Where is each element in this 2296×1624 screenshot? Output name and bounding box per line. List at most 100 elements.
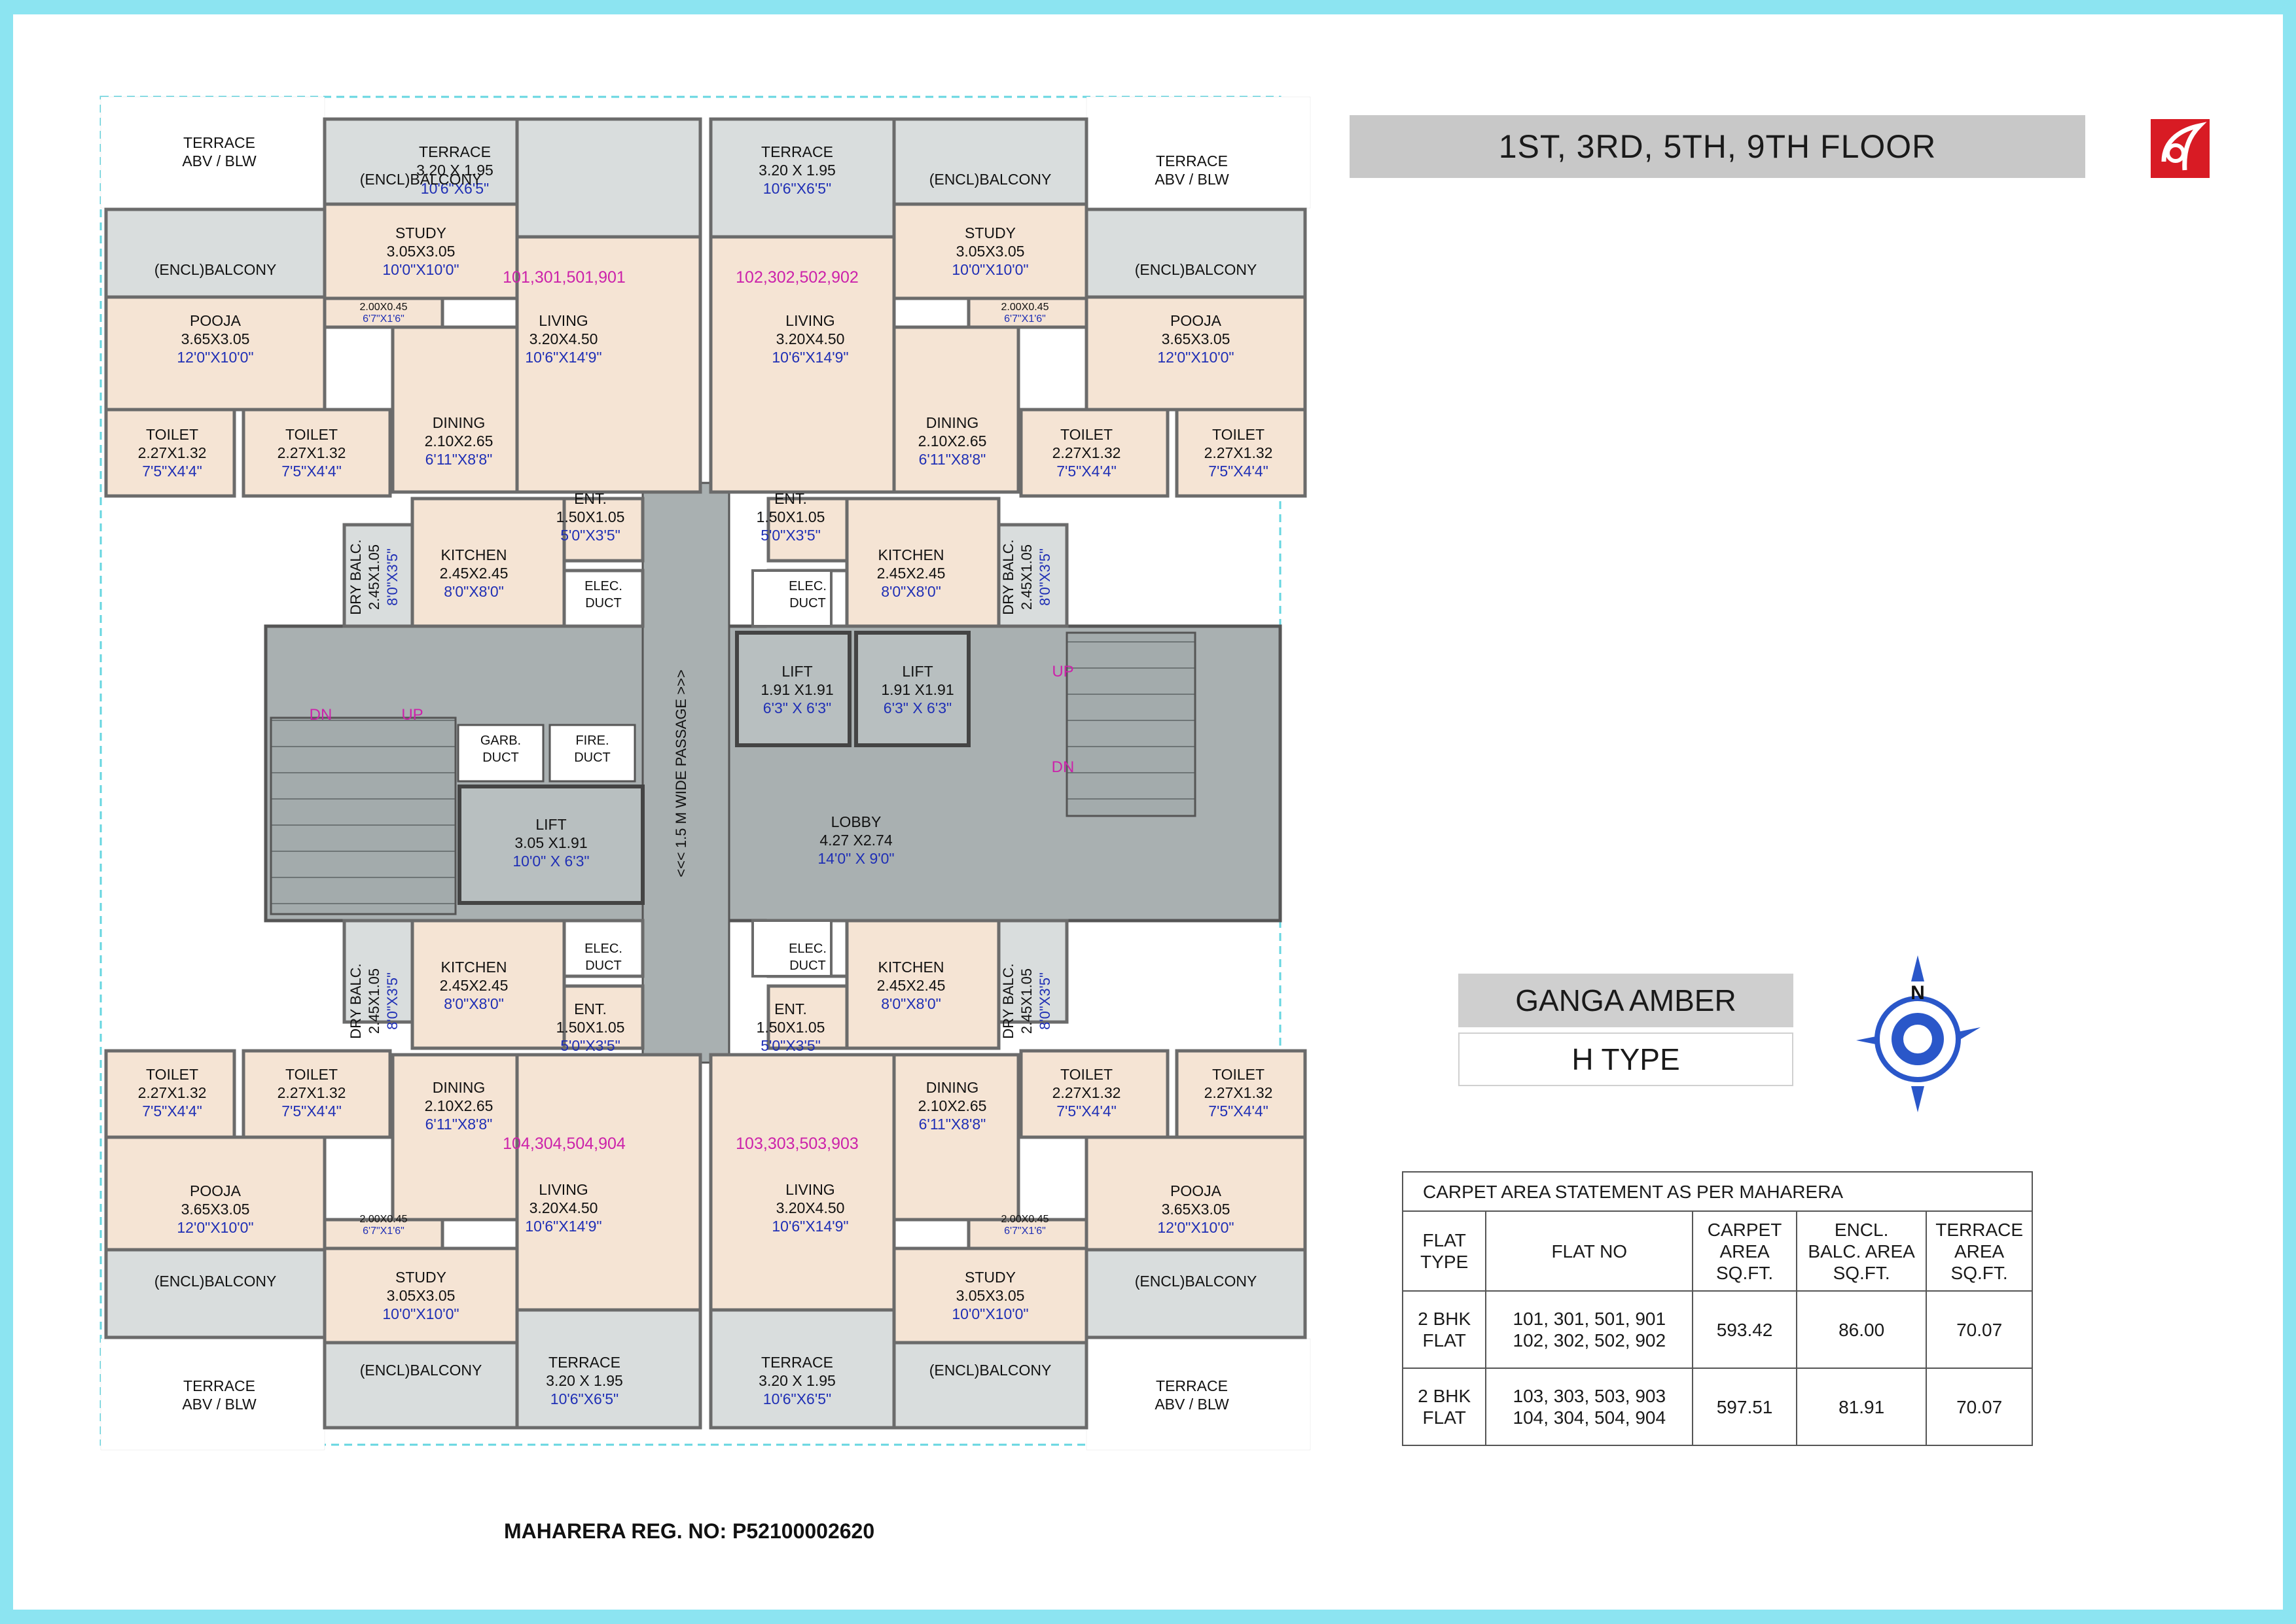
project-name: GANGA AMBER	[1458, 974, 1793, 1027]
room-text: ENT.	[574, 490, 607, 507]
room-text: TERRACE	[761, 1354, 833, 1371]
wardrobe-label: 2.00X0.456'7"X1'6"	[360, 302, 408, 325]
duct-text: ELEC.	[789, 579, 827, 593]
duct-text: ELEC.	[789, 942, 827, 956]
wardrobe-text: 6'7"X1'6"	[363, 1226, 404, 1237]
duct-text: GARB.	[480, 733, 521, 748]
room-text: (ENCL)BALCONY	[360, 171, 482, 188]
room-text: 3.65X3.05	[181, 1201, 250, 1218]
duct-text: DUCT	[585, 596, 622, 610]
elec-duct	[751, 919, 833, 978]
duct-label: ELEC. DUCT	[584, 579, 622, 610]
room-text: 7'5"X4'4"	[1208, 463, 1268, 480]
room-text: KITCHEN	[441, 959, 507, 976]
passage	[641, 482, 730, 1064]
duct-label: ELEC.DUCT	[584, 942, 622, 973]
duct-label: ELEC.DUCT	[789, 579, 827, 610]
dry-balcony	[997, 523, 1069, 628]
room-text: STUDY	[395, 224, 446, 241]
duct-label: ELEC. DUCT	[789, 942, 827, 973]
room-label: (ENCL)BALCONY	[154, 1273, 277, 1290]
wardrobe	[967, 1218, 1088, 1250]
room-text: DINING	[926, 1079, 979, 1096]
living	[709, 235, 896, 494]
project-type: H TYPE	[1458, 1033, 1793, 1086]
room-text: 3.65X3.05	[1162, 330, 1230, 347]
room-text: LIVING	[785, 1181, 834, 1198]
room-label: (ENCL)BALCONY	[929, 171, 1052, 188]
room-text: (ENCL)BALCONY	[360, 1362, 482, 1379]
room-text: 14'0" X 9'0"	[817, 850, 894, 867]
room-text: LOBBY	[831, 813, 882, 830]
compass-icon: N	[1850, 942, 1994, 1125]
room-text: TOILET	[146, 1066, 198, 1083]
cell-terrace-area: 70.07	[1926, 1290, 2033, 1369]
cell-carpet-area: 597.51	[1692, 1368, 1798, 1446]
room-text: 6'11"X8'8"	[919, 1116, 986, 1133]
toilet	[1019, 408, 1170, 498]
maharera-reg-no: MAHARERA REG. NO: P52100002620	[504, 1519, 875, 1543]
room-text: 2.45X1.05	[1018, 968, 1035, 1034]
room-text: STUDY	[965, 1269, 1016, 1286]
room-label: ENT.1.50X1.055'0"X3'5"	[757, 1000, 825, 1054]
room-text: 3.65X3.05	[181, 330, 250, 347]
duct-label: FIRE.DUCT	[574, 733, 611, 765]
room-text: 8'0"X3'5"	[384, 548, 401, 606]
terrace	[515, 1308, 702, 1430]
wardrobe-text: 2.00X0.45	[1001, 302, 1049, 313]
wardrobe-text: 2.00X0.45	[360, 1214, 408, 1225]
staircase-right	[1066, 631, 1196, 817]
wardrobe-text: 6'7"X1'6"	[363, 313, 404, 325]
room-text: 1.91 X1.91	[881, 681, 954, 698]
kitchen	[410, 497, 566, 628]
duct-text: DUCT	[789, 959, 826, 973]
entrance	[766, 984, 849, 1050]
room-text: 1.91 X1.91	[761, 681, 833, 698]
room-text: LIVING	[539, 312, 588, 329]
toilet	[1175, 1049, 1307, 1139]
room-text: 2.45X1.05	[366, 968, 382, 1034]
room-label: (ENCL)BALCONY	[929, 1362, 1052, 1379]
wardrobe	[967, 296, 1088, 329]
room-text: DINING	[926, 414, 979, 431]
pooja	[104, 295, 327, 412]
cell-encl-area: 81.91	[1796, 1368, 1928, 1446]
room-text: 10'6"X14'9"	[772, 1218, 848, 1235]
room-text: (ENCL)BALCONY	[1135, 1273, 1257, 1290]
room-text: 2.45X1.05	[1018, 544, 1035, 610]
room-text: TERRACE	[1156, 1377, 1228, 1394]
duct-label: GARB.DUCT	[480, 733, 521, 765]
room-text: 2.27X1.32	[138, 444, 207, 461]
duct-text: DUCT	[585, 959, 622, 973]
room-text: ENT.	[574, 1000, 607, 1017]
room-text: 10'6"X14'9"	[772, 349, 848, 366]
room-text: 3.20 X 1.95	[759, 162, 836, 179]
room-text: STUDY	[965, 224, 1016, 241]
lift-shaft-2	[854, 631, 971, 747]
header-flat-no: FLAT NO	[1485, 1210, 1694, 1292]
kitchen	[410, 919, 566, 1050]
room-text: 3.05X3.05	[956, 1287, 1025, 1304]
stair-label: DN	[1052, 758, 1075, 776]
room-text: TERRACE	[419, 143, 491, 160]
room-text: 2.27X1.32	[1052, 444, 1121, 461]
dry-balcony	[342, 919, 414, 1024]
room-text: TOILET	[1060, 426, 1113, 443]
wardrobe-label: 2.00X0.456'7"X1'6"	[360, 1214, 408, 1237]
flat-bottom-right	[709, 919, 1311, 1451]
duct-text: ELEC.	[584, 579, 622, 593]
wardrobe-label: 2.00X0.456'7"X1'6"	[1001, 1214, 1049, 1237]
toilet	[104, 1049, 236, 1139]
